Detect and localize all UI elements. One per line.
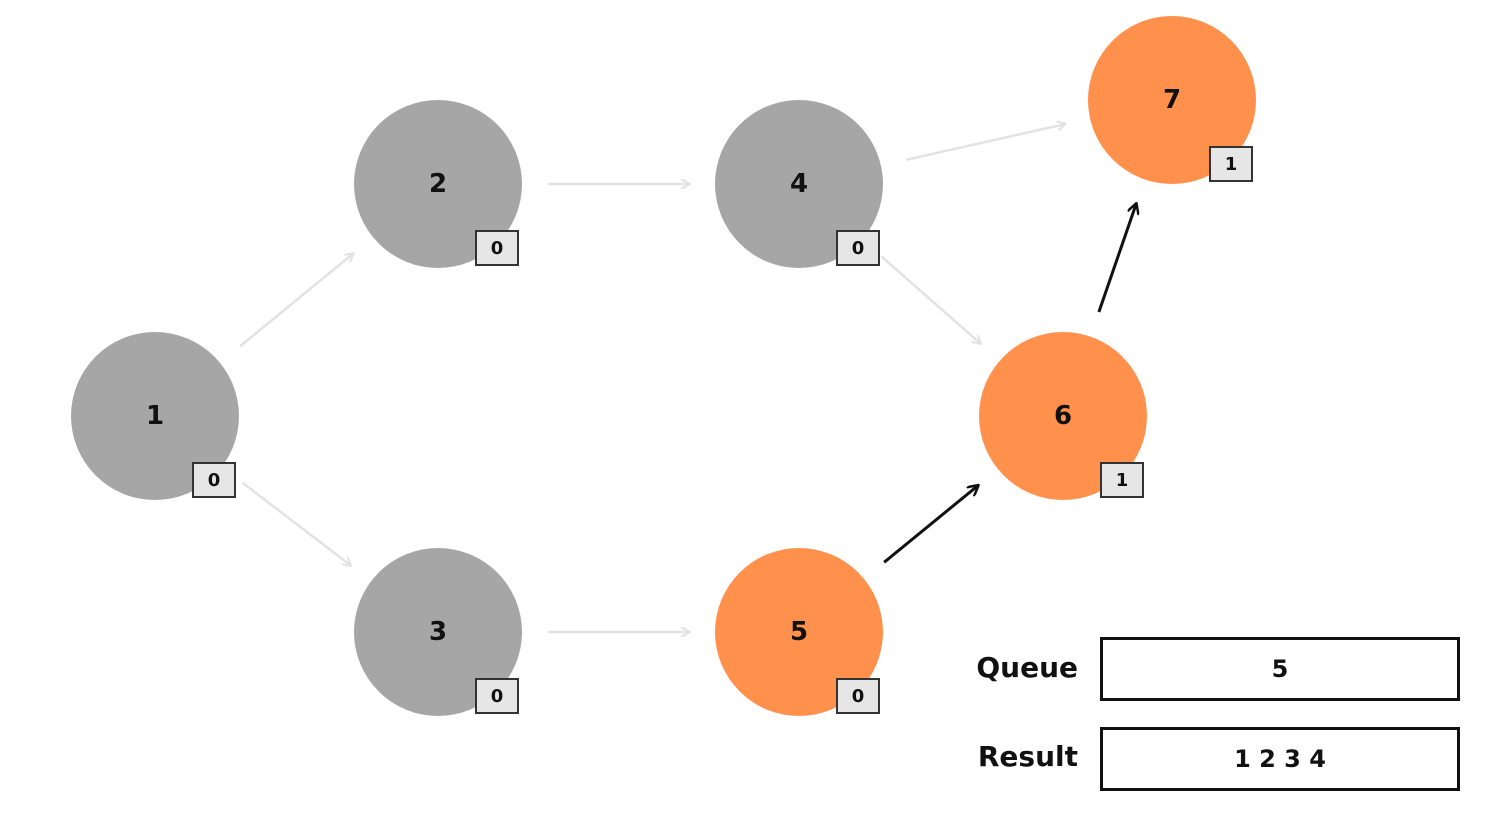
node-label: 7	[1162, 85, 1182, 115]
edge-5-to-6	[883, 486, 978, 564]
node-label: 2	[428, 169, 448, 199]
node-label: 3	[428, 617, 448, 647]
result-box: 1 2 3 4	[1100, 727, 1460, 791]
node-label: 5	[789, 617, 809, 647]
in-degree-badge: 0	[192, 462, 236, 498]
node-label: 1	[145, 401, 165, 431]
edge-1-to-3	[241, 481, 350, 566]
in-degree-badge: 0	[475, 678, 519, 714]
in-degree-badge: 0	[475, 230, 519, 266]
edge-4-to-7	[906, 124, 1064, 162]
in-degree-badge: 1	[1100, 462, 1144, 498]
queue-label: Queue	[976, 651, 1078, 684]
edge-4-to-6	[880, 255, 981, 344]
in-degree-badge: 0	[836, 678, 880, 714]
edge-6-to-7	[1097, 204, 1136, 313]
node-label: 4	[789, 169, 809, 199]
in-degree-badge: 1	[1209, 146, 1253, 182]
node-label: 6	[1053, 401, 1073, 431]
result-label: Result	[977, 740, 1078, 773]
in-degree-badge: 0	[836, 230, 880, 266]
queue-box: 5	[1100, 637, 1460, 701]
edges-layer	[239, 124, 1136, 632]
edge-1-to-2	[239, 254, 353, 348]
